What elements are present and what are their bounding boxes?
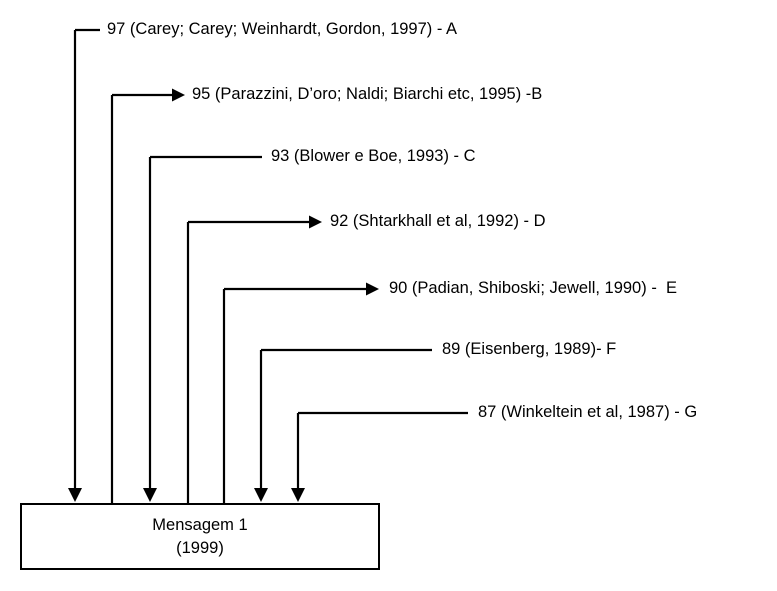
reference-label-F: 89 (Eisenberg, 1989)- F bbox=[442, 340, 617, 358]
reference-label-A: 97 (Carey; Carey; Weinhardt, Gordon, 199… bbox=[107, 20, 458, 38]
connector-F[interactable] bbox=[254, 348, 432, 502]
connector-C[interactable] bbox=[143, 155, 262, 502]
target-node-year: (1999) bbox=[176, 538, 224, 557]
connector-E[interactable] bbox=[222, 282, 379, 504]
reference-label-D: 92 (Shtarkhall et al, 1992) - D bbox=[330, 212, 546, 230]
arrowhead-down-A bbox=[68, 488, 82, 502]
connector-A[interactable] bbox=[68, 28, 100, 502]
arrowhead-right-D bbox=[309, 215, 322, 229]
reference-label-E: 90 (Padian, Shiboski; Jewell, 1990) - E bbox=[389, 279, 677, 297]
connector-D[interactable] bbox=[186, 215, 322, 504]
arrowhead-down-G bbox=[291, 488, 305, 502]
reference-label-G: 87 (Winkeltein et al, 1987) - G bbox=[478, 403, 698, 421]
arrowhead-down-F bbox=[254, 488, 268, 502]
connector-B[interactable] bbox=[110, 88, 185, 504]
arrowhead-right-B bbox=[172, 88, 185, 102]
target-node-box[interactable]: Mensagem 1 (1999) bbox=[20, 503, 380, 570]
arrowhead-right-E bbox=[366, 282, 379, 296]
target-node-title: Mensagem 1 bbox=[152, 516, 248, 535]
connector-G[interactable] bbox=[291, 411, 468, 502]
arrowhead-down-C bbox=[143, 488, 157, 502]
reference-label-C: 93 (Blower e Boe, 1993) - C bbox=[271, 147, 476, 165]
reference-label-B: 95 (Parazzini, D’oro; Naldi; Biarchi etc… bbox=[192, 85, 543, 103]
